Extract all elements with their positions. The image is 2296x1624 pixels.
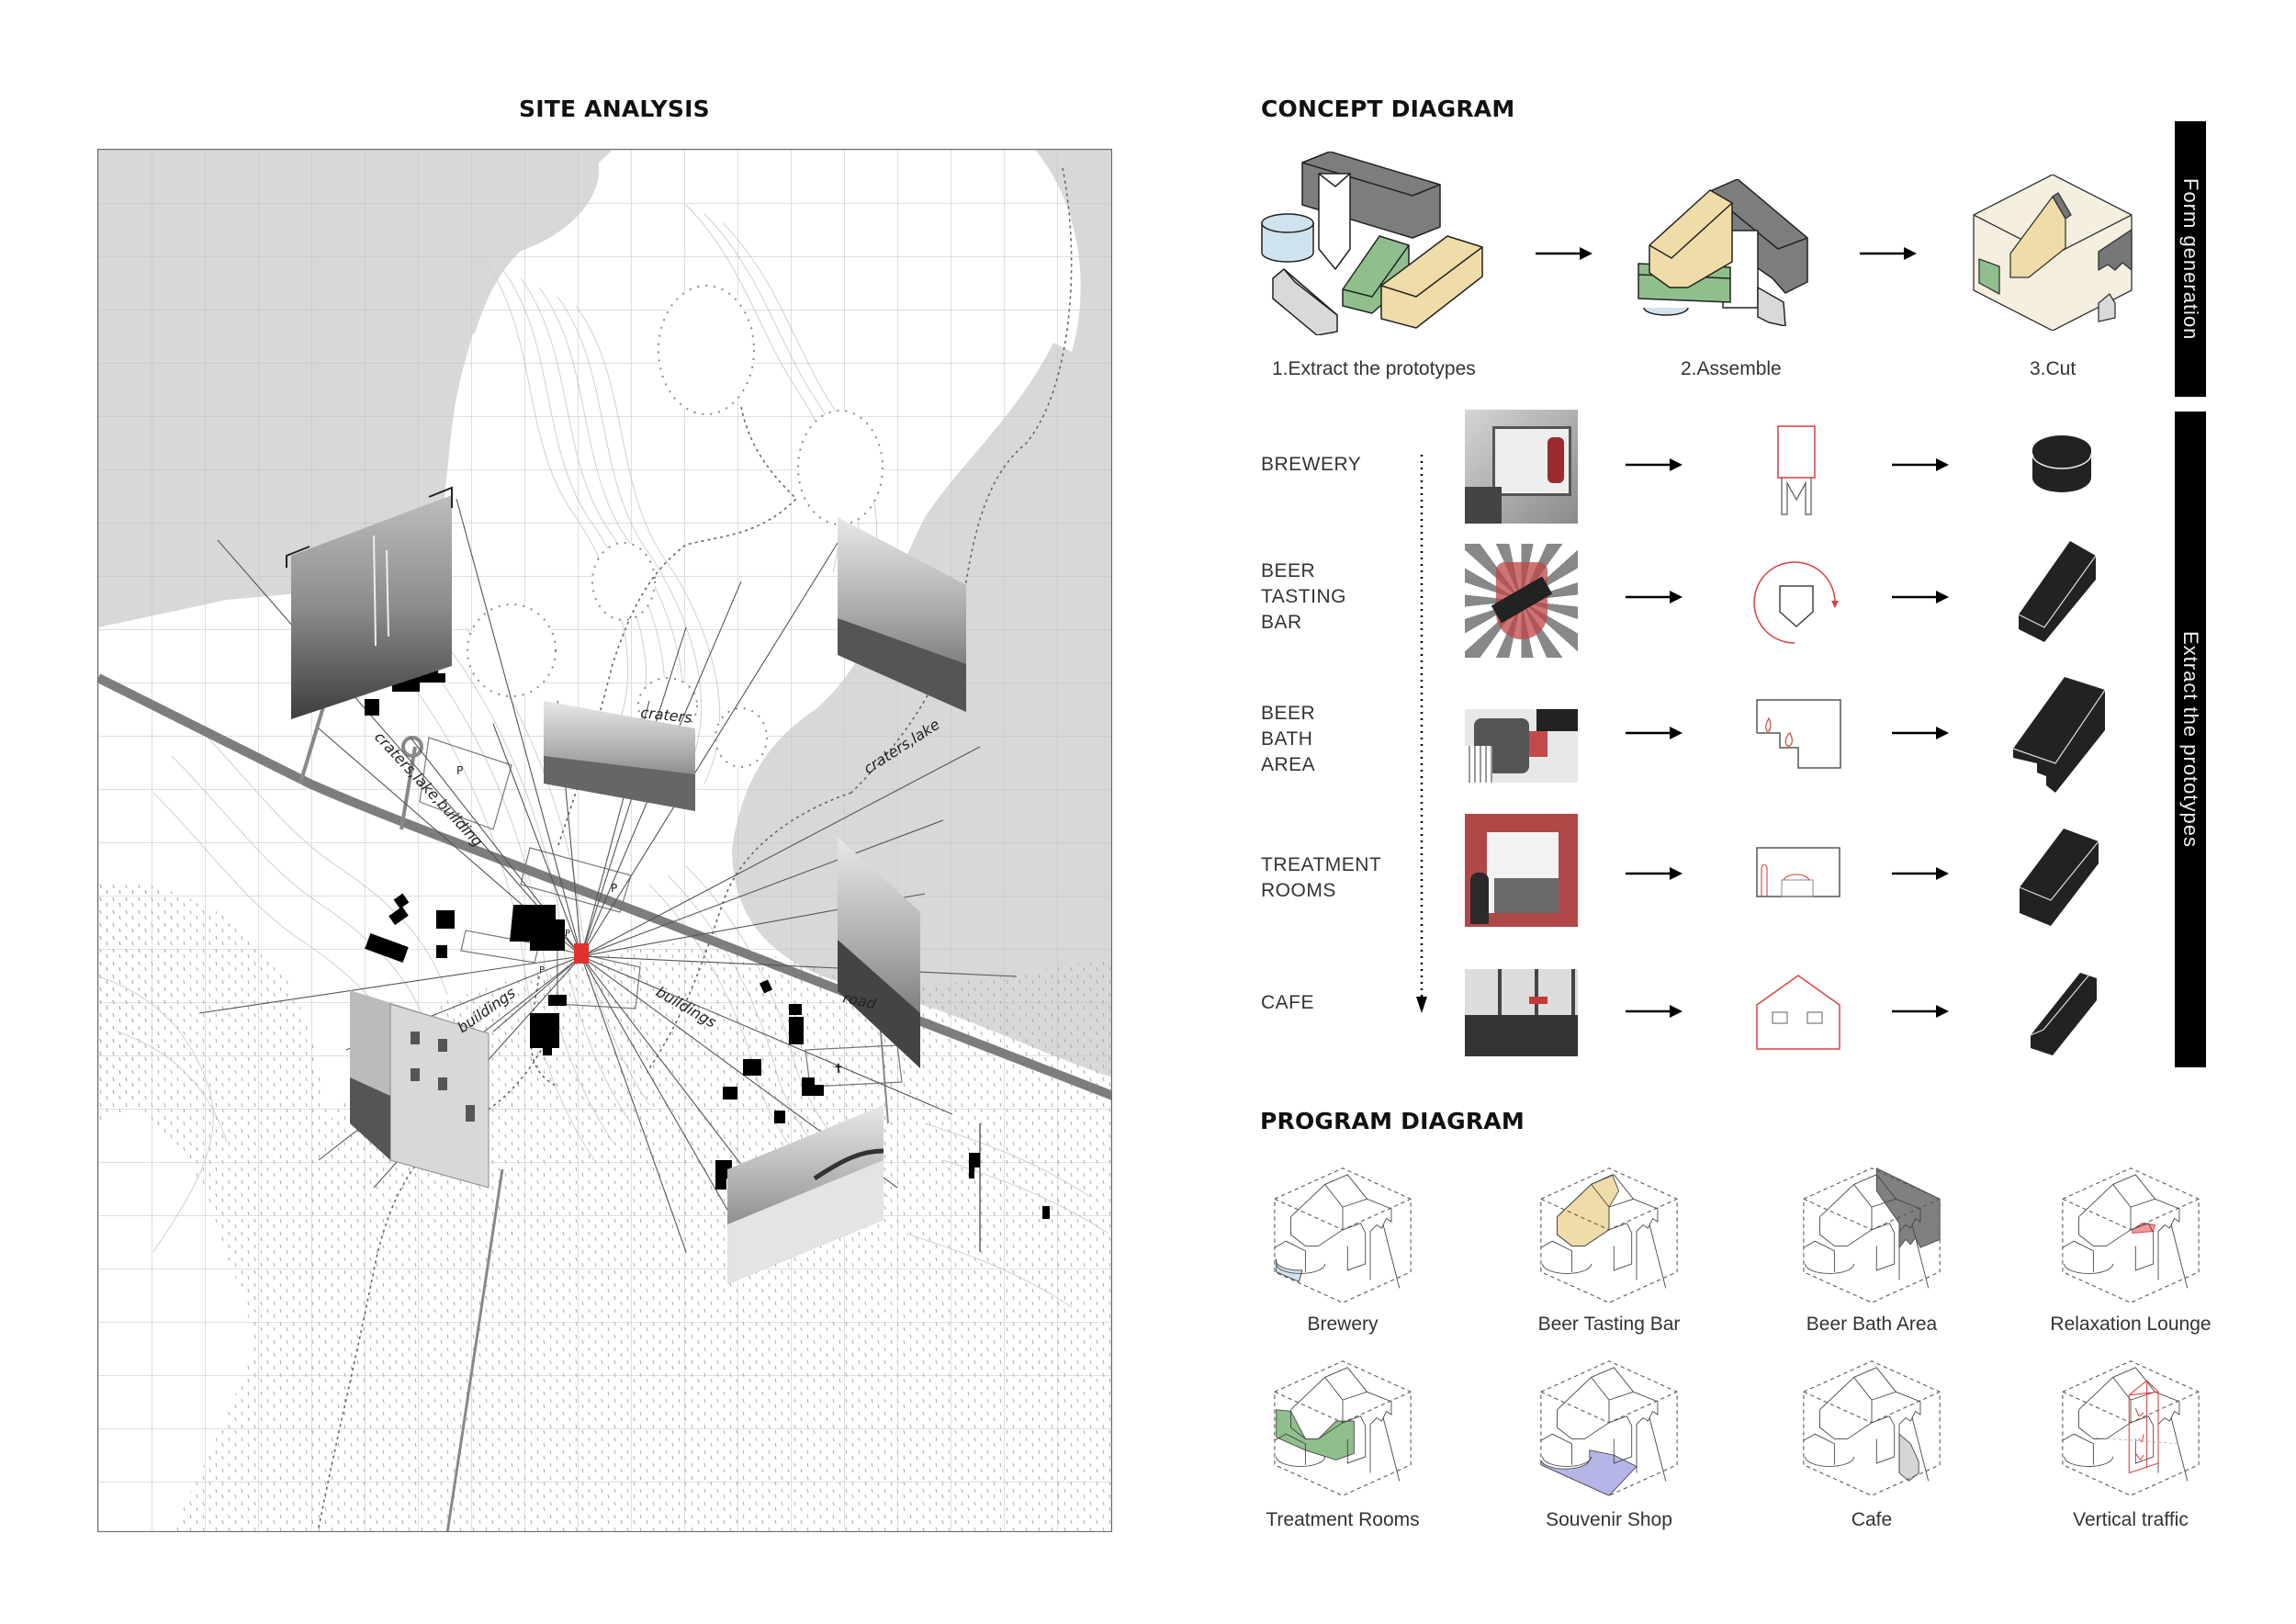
stepped-section-icon bbox=[1756, 699, 1841, 769]
program-label-treatment-rooms: Treatment Rooms bbox=[1266, 1509, 1420, 1530]
site-photo-2 bbox=[544, 701, 695, 811]
site-map-drawing: craters,lake,building craters craters,la… bbox=[98, 150, 1111, 1531]
form-generation-bar: Form generation bbox=[2175, 121, 2206, 397]
program-label-brewery: Brewery bbox=[1307, 1314, 1379, 1335]
beer-bath-photo bbox=[1465, 709, 1578, 783]
arrow-icon bbox=[1892, 591, 1949, 603]
program-label-beer-tasting-bar: Beer Tasting Bar bbox=[1537, 1314, 1681, 1335]
cafe-photo bbox=[1465, 969, 1578, 1056]
roundabout bbox=[401, 736, 423, 758]
crater-1 bbox=[658, 285, 755, 415]
program-label-beer-bath-area: Beer Bath Area bbox=[1806, 1314, 1938, 1335]
program-cafe-diagram bbox=[1803, 1360, 1941, 1496]
program-beer-bath-area-highlight bbox=[1875, 1167, 1941, 1249]
cut-illustration bbox=[1973, 175, 2133, 331]
beer-tasting-photo bbox=[1465, 544, 1578, 658]
crater-2 bbox=[797, 410, 884, 525]
house-elevation-icon bbox=[1756, 975, 1840, 1050]
crater-3 bbox=[591, 542, 656, 621]
program-souvenir-shop-highlight bbox=[1540, 1449, 1638, 1496]
site-photo-4 bbox=[838, 837, 920, 1068]
label-parking-2: P bbox=[611, 882, 617, 895]
site-photo-1 bbox=[286, 486, 453, 719]
arrow-icon bbox=[1626, 1005, 1683, 1018]
step-1-label: 1.Extract the prototypes bbox=[1272, 358, 1476, 379]
arrow-icon bbox=[1892, 458, 1949, 471]
label-parking-1: P bbox=[456, 764, 463, 777]
program-beer-tasting-bar-diagram bbox=[1540, 1167, 1678, 1303]
site-analysis-title: SITE ANALYSIS bbox=[519, 96, 710, 122]
brewery-tank-icon bbox=[1777, 425, 1816, 515]
stepped-box-icon bbox=[2012, 677, 2106, 793]
project-site-marker bbox=[574, 943, 589, 964]
rotating-glass-icon bbox=[1753, 561, 1839, 644]
program-brewery-highlight bbox=[1275, 1258, 1303, 1282]
arrow-icon bbox=[1626, 591, 1683, 603]
room-section-icon bbox=[1756, 847, 1840, 897]
assemble-illustration bbox=[1638, 179, 1808, 326]
program-vertical-traffic-diagram bbox=[2062, 1360, 2200, 1496]
program-label-cafe: Cafe bbox=[1851, 1509, 1893, 1530]
crater-6 bbox=[715, 707, 768, 768]
program-souvenir-shop-diagram bbox=[1540, 1360, 1678, 1496]
program-brewery-diagram bbox=[1274, 1167, 1412, 1303]
yellow-box bbox=[1380, 235, 1483, 329]
site-photo-6 bbox=[727, 1105, 884, 1284]
arrow-icon bbox=[1892, 727, 1949, 739]
white-prism bbox=[1318, 173, 1351, 270]
program-relaxation-lounge-diagram bbox=[2062, 1167, 2200, 1303]
program-beer-tasting-bar-highlight bbox=[1557, 1174, 1620, 1246]
main-road bbox=[98, 673, 1111, 1100]
site-map: craters,lake,building craters craters,la… bbox=[97, 149, 1112, 1532]
program-cafe-highlight bbox=[1898, 1433, 1919, 1482]
prototype-label-treatment-rooms: TREATMENT ROOMS bbox=[1261, 854, 1382, 901]
concept-diagram-title: CONCEPT DIAGRAM bbox=[1261, 96, 1515, 122]
extract-prototypes-bar: Extract the prototypes bbox=[2175, 412, 2206, 1067]
site-photo-5 bbox=[350, 990, 490, 1189]
program-label-vertical-traffic: Vertical traffic bbox=[2073, 1509, 2189, 1530]
crater-4 bbox=[467, 603, 557, 697]
form-generation-label: Form generation bbox=[2179, 177, 2202, 341]
church-symbol: ✝ bbox=[833, 1062, 844, 1077]
program-label-souvenir-shop: Souvenir Shop bbox=[1546, 1509, 1672, 1530]
extract-prototypes-label: Extract the prototypes bbox=[2179, 631, 2202, 848]
side-road bbox=[445, 1168, 504, 1531]
program-vertical-traffic-highlight bbox=[2089, 1380, 2179, 1474]
prototype-label-beer-tasting-bar: BEER TASTING BAR bbox=[1261, 560, 1346, 633]
prototypes-illustration bbox=[1261, 152, 1483, 335]
box-icon bbox=[2019, 829, 2099, 926]
arrow-icon bbox=[1892, 867, 1949, 880]
brewery-photo bbox=[1465, 410, 1578, 524]
arrow-icon bbox=[1536, 247, 1593, 260]
access-road-2 bbox=[400, 746, 417, 830]
program-label-relaxation-lounge: Relaxation Lounge bbox=[2050, 1314, 2212, 1335]
prototype-label-cafe: CAFE bbox=[1261, 992, 1315, 1013]
cylinder-icon bbox=[2032, 435, 2092, 492]
program-treatment-rooms-highlight bbox=[1276, 1409, 1355, 1460]
arrow-icon bbox=[1626, 727, 1683, 739]
program-beer-bath-area-diagram bbox=[1803, 1167, 1941, 1303]
timeline-dotted-arrow bbox=[1416, 455, 1427, 1013]
program-treatment-rooms-diagram bbox=[1274, 1360, 1412, 1496]
step-3-label: 3.Cut bbox=[2030, 358, 2077, 379]
label-parking-3: P bbox=[565, 929, 570, 939]
blue-cylinder bbox=[1261, 213, 1314, 263]
arrow-icon bbox=[1626, 867, 1683, 880]
light-gray-gable bbox=[1272, 268, 1338, 335]
label-parking-4: P bbox=[539, 965, 545, 976]
program-diagram-title: PROGRAM DIAGRAM bbox=[1260, 1108, 1525, 1134]
arrow-icon bbox=[1626, 458, 1683, 471]
arrow-icon bbox=[1860, 247, 1917, 260]
gable-prism-icon bbox=[2030, 973, 2097, 1055]
prototype-label-brewery: BREWERY bbox=[1261, 454, 1362, 475]
prototype-label-beer-bath-area: BEER BATH AREA bbox=[1261, 703, 1316, 775]
long-box-icon bbox=[2018, 541, 2097, 642]
site-photo-3 bbox=[838, 517, 966, 712]
step-2-label: 2.Assemble bbox=[1681, 358, 1782, 379]
treatment-room-photo bbox=[1465, 814, 1578, 927]
arrow-icon bbox=[1892, 1005, 1949, 1018]
